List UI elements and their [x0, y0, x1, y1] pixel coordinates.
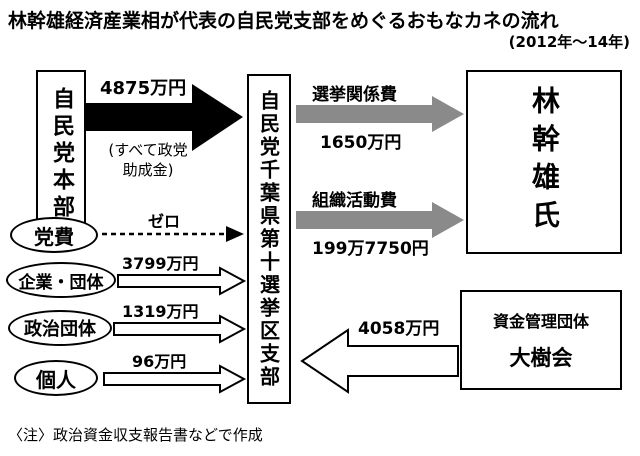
source-party-fee-oval: 党費 — [10, 217, 98, 253]
corporate-amount: 3799万円 — [122, 254, 199, 273]
diagram-title: 林幹雄経済産業相が代表の自民党支部をめぐるおもなカネの流れ — [8, 10, 559, 32]
source-political-group-label: 政治団体 — [24, 319, 96, 340]
org-expense-arrow — [296, 202, 464, 238]
election-expense-amount: 1650万円 — [320, 133, 402, 153]
party-fee-arrowhead — [226, 226, 244, 242]
source-individual-label: 個人 — [36, 367, 76, 392]
individual-arrow — [103, 364, 247, 394]
political-group-arrow — [113, 314, 247, 344]
recipient-label: 林幹雄氏 — [528, 86, 561, 238]
fund-group-amount: 4058万円 — [358, 319, 440, 339]
election-expense-label: 選挙関係費 — [312, 85, 397, 105]
source-party-fee-label: 党費 — [34, 224, 74, 249]
individual-amount: 96万円 — [132, 352, 187, 371]
party-fee-amount: ゼロ — [148, 212, 181, 231]
recipient-box: 林幹雄氏 — [466, 70, 622, 254]
hq-to-branch-amount: 4875万円 — [100, 78, 187, 99]
org-expense-amount: 199万7750円 — [312, 239, 429, 259]
fund-group-box: 資金管理団体 大樹会 — [460, 290, 622, 390]
branch-box: 自民党千葉県第十選挙区支部 — [247, 74, 291, 404]
subsidy-note: (すべて政党 助成金) — [108, 141, 188, 180]
source-individual-oval: 個人 — [14, 360, 98, 396]
corporate-arrow — [117, 266, 247, 296]
source-note: 〈注〉政治資金収支報告書などで作成 — [8, 426, 263, 444]
source-corporate-oval: 企業・団体 — [6, 262, 116, 298]
fund-group-type-label: 資金管理団体 — [492, 312, 589, 331]
source-corporate-label: 企業・団体 — [18, 272, 104, 293]
election-expense-arrow — [296, 96, 464, 132]
hq-to-branch-arrow — [86, 84, 243, 151]
source-political-group-oval: 政治団体 — [8, 310, 112, 346]
ldp-headquarters-box: 自民党本部 — [36, 70, 86, 238]
fund-group-name-label: 大樹会 — [509, 346, 573, 370]
ldp-headquarters-label: 自民党本部 — [49, 86, 74, 222]
diagram-period: (2012年〜14年) — [508, 33, 630, 51]
branch-label: 自民党千葉県第十選挙区支部 — [256, 89, 281, 389]
political-group-amount: 1319万円 — [122, 302, 199, 321]
fund-group-to-branch-arrow — [300, 328, 459, 394]
org-expense-label: 組織活動費 — [312, 191, 397, 211]
